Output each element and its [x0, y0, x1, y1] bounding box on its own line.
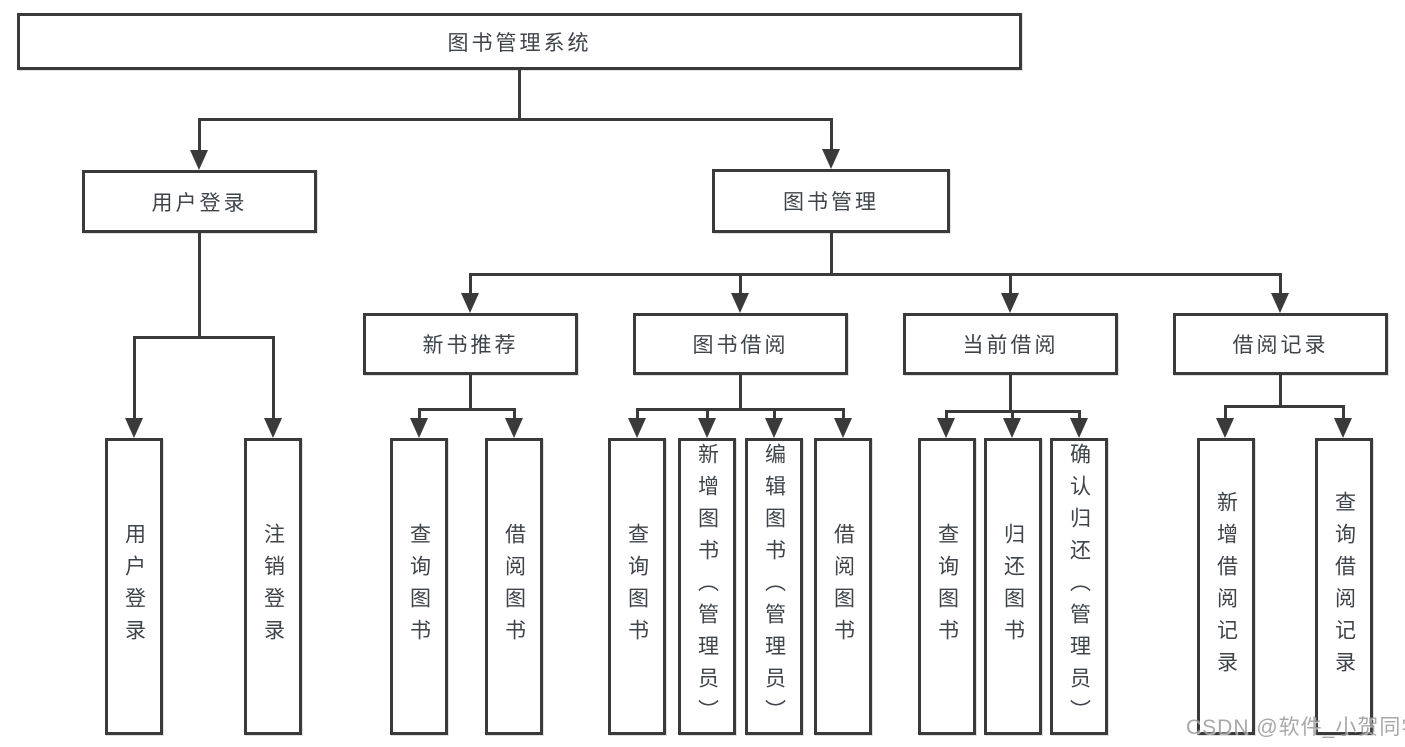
connector-line: [513, 408, 516, 420]
connector-line: [830, 233, 833, 273]
connector-line: [469, 273, 1281, 276]
leaf-add-borrow-record: 新增借阅记录: [1197, 438, 1255, 735]
leaf-label: 借阅图书: [831, 522, 855, 651]
connector-line: [133, 336, 136, 420]
connector-line: [469, 375, 472, 408]
connector-line: [842, 408, 845, 420]
arrowhead-down-icon: [698, 418, 716, 438]
leaf-query-books-current: 查询图书: [918, 438, 976, 735]
arrowhead-down-icon: [937, 418, 955, 438]
connector-line: [1224, 405, 1345, 408]
arrowhead-down-icon: [264, 418, 282, 438]
connector-line: [636, 408, 844, 411]
arrowhead-down-icon: [190, 150, 208, 170]
connector-line: [1078, 410, 1081, 420]
node-current-borrow: 当前借阅: [903, 313, 1118, 375]
leaf-return-books: 归还图书: [984, 438, 1042, 735]
node-book-borrow: 图书借阅: [633, 313, 848, 375]
connector-line: [1279, 375, 1282, 405]
arrowhead-down-icon: [628, 418, 646, 438]
leaf-query-borrow-record: 查询借阅记录: [1315, 438, 1373, 735]
arrowhead-down-icon: [1334, 418, 1352, 438]
leaf-label: 用户登录: [122, 522, 146, 651]
connector-line: [418, 408, 421, 420]
leaf-label: 借阅图书: [502, 522, 526, 651]
arrowhead-down-icon: [1271, 293, 1289, 313]
arrowhead-down-icon: [461, 293, 479, 313]
connector-line: [518, 69, 521, 118]
node-borrow-records: 借阅记录: [1173, 313, 1388, 375]
leaf-borrow-books-recommend: 借阅图书: [485, 438, 543, 735]
connector-line: [636, 408, 639, 420]
leaf-logout-login: 注销登录: [244, 438, 302, 735]
arrowhead-down-icon: [1003, 418, 1021, 438]
leaf-label: 新增图书（管理员）: [695, 442, 719, 731]
node-new-book-recommend: 新书推荐: [363, 313, 578, 375]
leaf-label: 查询借阅记录: [1332, 490, 1356, 683]
node-book-management: 图书管理: [712, 169, 950, 233]
connector-line: [1279, 273, 1282, 295]
arrowhead-down-icon: [410, 418, 428, 438]
leaf-confirm-return-admin: 确认归还（管理员）: [1050, 438, 1108, 735]
leaf-label: 查询图书: [935, 522, 959, 651]
connector-line: [133, 336, 274, 339]
leaf-label: 注销登录: [261, 522, 285, 651]
connector-line: [706, 408, 709, 420]
connector-line: [198, 233, 201, 336]
connector-line: [945, 410, 948, 420]
leaf-label: 编辑图书（管理员）: [762, 442, 786, 731]
connector-line: [830, 118, 833, 154]
leaf-label: 确认归还（管理员）: [1067, 442, 1091, 731]
arrowhead-down-icon: [731, 293, 749, 313]
connector-line: [418, 408, 516, 411]
node-user-login: 用户登录: [82, 170, 317, 233]
connector-line: [739, 375, 742, 408]
leaf-query-books-borrow: 查询图书: [608, 438, 666, 735]
watermark: CSDN @软件_小贺同学: [1186, 716, 1405, 739]
leaf-label: 查询图书: [625, 522, 649, 651]
leaf-user-login: 用户登录: [105, 438, 163, 735]
connector-line: [739, 273, 742, 295]
leaf-label: 新增借阅记录: [1214, 490, 1238, 683]
arrowhead-down-icon: [1001, 293, 1019, 313]
leaf-label: 归还图书: [1001, 522, 1025, 651]
connector-line: [1342, 405, 1345, 420]
connector-line: [1009, 273, 1012, 295]
arrowhead-down-icon: [834, 418, 852, 438]
arrowhead-down-icon: [765, 418, 783, 438]
connector-line: [1009, 375, 1012, 410]
leaf-add-book-admin: 新增图书（管理员）: [678, 438, 736, 735]
arrowhead-down-icon: [505, 418, 523, 438]
leaf-query-books-recommend: 查询图书: [390, 438, 448, 735]
connector-line: [1011, 410, 1014, 420]
arrowhead-down-icon: [1070, 418, 1088, 438]
leaf-borrow-books: 借阅图书: [814, 438, 872, 735]
leaf-label: 查询图书: [407, 522, 431, 651]
connector-line: [773, 408, 776, 420]
connector-line: [198, 118, 832, 121]
arrowhead-down-icon: [1216, 418, 1234, 438]
connector-line: [198, 118, 201, 154]
arrowhead-down-icon: [822, 149, 840, 169]
arrowhead-down-icon: [125, 418, 143, 438]
connector-line: [469, 273, 472, 295]
node-library-system: 图书管理系统: [17, 13, 1022, 70]
connector-line: [272, 336, 275, 420]
leaf-edit-book-admin: 编辑图书（管理员）: [745, 438, 803, 735]
connector-line: [1224, 405, 1227, 420]
